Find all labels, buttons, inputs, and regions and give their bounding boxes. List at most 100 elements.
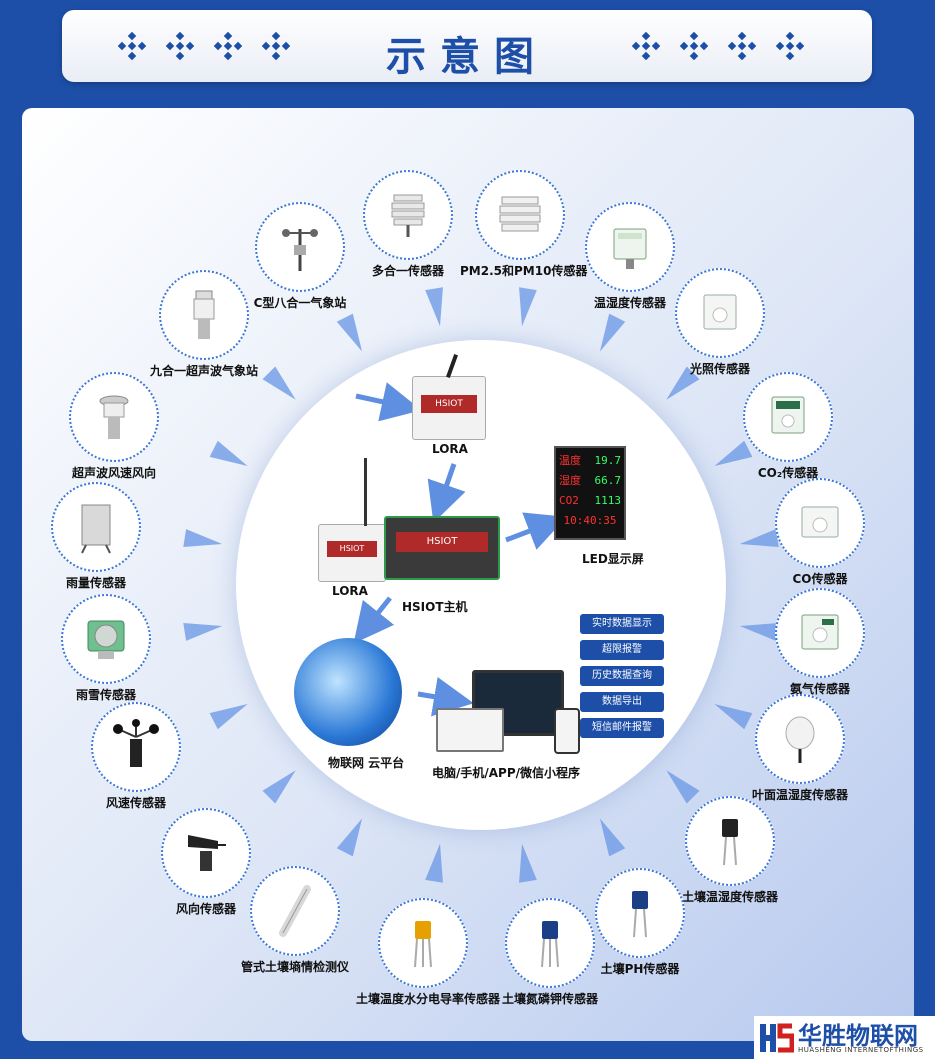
weather-station-icon	[282, 229, 318, 271]
sensor-soil-ph: 土壤PH传感器	[580, 868, 700, 977]
arrow-host-to-led	[505, 512, 567, 550]
sensor-multi-in-one: 多合一传感器	[348, 170, 468, 279]
lora-device-brand-left: HSIOT	[327, 541, 377, 557]
sensor-nine-in-one-ultrasonic-station: 九合一超声波气象站	[134, 270, 274, 379]
wall-sensor-icon	[801, 614, 839, 650]
inward-arrow-icon	[336, 818, 363, 857]
hsiot-host-device: HSIOT	[384, 516, 500, 580]
arrow-host-to-cloud	[353, 596, 395, 644]
sensor-leaf-temperature-humidity: 叶面温湿度传感器	[740, 694, 860, 803]
feature-sms-email-alarm: 短信邮件报警	[580, 718, 664, 738]
feature-data-export: 数据导出	[580, 692, 664, 712]
diamond-ornament-icon	[165, 31, 195, 61]
lora-device-brand: HSIOT	[421, 395, 477, 413]
header-decoration-right	[631, 31, 805, 61]
soil-probe-icon	[541, 921, 559, 968]
rain-gauge-icon	[81, 504, 111, 554]
inward-arrow-icon	[666, 366, 700, 400]
inward-arrow-icon	[599, 313, 626, 352]
feature-realtime-display: 实时数据显示	[580, 614, 664, 634]
soil-probe-icon	[414, 921, 432, 968]
diamond-ornament-icon	[261, 31, 291, 61]
diamond-ornament-icon	[117, 31, 147, 61]
logo-subtitle: HUASHENG INTERNETOFTHINGS	[798, 1046, 924, 1054]
led-screen-label: LED显示屏	[582, 552, 644, 566]
wall-sensor-icon	[771, 396, 805, 434]
company-logo: 华胜物联网 HUASHENG INTERNETOFTHINGS	[754, 1016, 935, 1059]
arrow-cloud-to-terminals	[417, 676, 474, 717]
sensor-ultrasonic-wind: 超声波风速风向	[46, 372, 182, 481]
host-device-brand: HSIOT	[396, 532, 488, 552]
inward-arrow-icon	[739, 529, 779, 547]
cloud-globe-icon	[294, 638, 402, 746]
inward-arrow-icon	[739, 623, 779, 641]
inward-arrow-icon	[262, 770, 296, 804]
header-decoration-left	[117, 31, 291, 61]
lora-module-left: HSIOT	[318, 524, 386, 582]
sensor-soil-temp-moisture-ec: 土壤温度水分电导率传感器	[356, 898, 500, 1007]
terminals-phone-icon	[554, 708, 580, 754]
diamond-ornament-icon	[775, 31, 805, 61]
wind-vane-icon	[188, 835, 226, 871]
anemometer-icon	[113, 719, 159, 767]
sensor-temperature-humidity: 温湿度传感器	[570, 202, 690, 311]
inward-arrow-icon	[714, 440, 753, 467]
lora-label-left: LORA	[332, 584, 368, 598]
cloud-platform-label: 物联网 云平台	[328, 756, 405, 770]
led-clock: 10:40:35	[563, 514, 617, 527]
sensor-tube-soil-moisture: 管式土壤墒情检测仪	[230, 866, 360, 975]
diamond-ornament-icon	[213, 31, 243, 61]
louver-sensor-icon	[499, 196, 541, 232]
logo-name: 华胜物联网	[798, 1022, 918, 1050]
sensor-illuminance: 光照传感器	[660, 268, 780, 377]
sensor-wind-direction: 风向传感器	[146, 808, 266, 917]
lora-label-top: LORA	[432, 442, 468, 456]
header-banner: 示意图	[62, 10, 872, 82]
inward-arrow-icon	[425, 287, 443, 327]
rain-snow-icon	[87, 620, 125, 659]
inward-arrow-icon	[209, 440, 248, 467]
sensor-soil-npk: 土壤氮磷钾传感器	[490, 898, 610, 1007]
sensor-co2: CO₂传感器	[728, 372, 848, 481]
inward-arrow-icon	[183, 529, 223, 547]
inward-arrow-icon	[336, 313, 363, 352]
tube-sensor-icon	[279, 885, 311, 937]
inward-arrow-icon	[262, 366, 296, 400]
hs-logo-icon	[760, 1023, 794, 1053]
inward-arrow-icon	[666, 770, 700, 804]
ultrasonic-icon	[99, 395, 129, 439]
inward-arrow-icon	[209, 703, 248, 730]
diamond-ornament-icon	[631, 31, 661, 61]
sensor-ammonia: 氨气传感器	[760, 588, 880, 697]
leaf-sensor-icon	[785, 716, 815, 763]
sensor-rain-gauge: 雨量传感器	[36, 482, 156, 591]
sensor-soil-temperature-humidity: 土壤温湿度传感器	[670, 796, 790, 905]
soil-probe-icon	[722, 819, 738, 866]
terminals-label: 电脑/手机/APP/微信小程序	[432, 766, 581, 780]
soil-probe-icon	[632, 891, 648, 938]
antenna-icon	[364, 458, 367, 526]
inward-arrow-icon	[519, 287, 537, 327]
wall-sensor-icon	[801, 506, 839, 538]
page-title: 示意图	[386, 34, 548, 80]
sensor-wind-speed: 风速传感器	[76, 702, 196, 811]
arrow-lora-to-host	[427, 463, 466, 523]
sensor-co: CO传感器	[760, 478, 880, 587]
diamond-ornament-icon	[679, 31, 709, 61]
diamond-ornament-icon	[727, 31, 757, 61]
terminals-laptop-icon	[436, 708, 504, 752]
wall-sensor-icon	[703, 294, 737, 330]
sensor-pm25-pm10: PM2.5和PM10传感器	[460, 170, 587, 279]
inward-arrow-icon	[519, 843, 537, 883]
wall-sensor-icon	[613, 228, 647, 269]
feature-overlimit-alarm: 超限报警	[580, 640, 664, 660]
arrow-to-lora	[355, 382, 422, 422]
sensor-rain-snow: 雨雪传感器	[46, 594, 166, 703]
inward-arrow-icon	[425, 843, 443, 883]
